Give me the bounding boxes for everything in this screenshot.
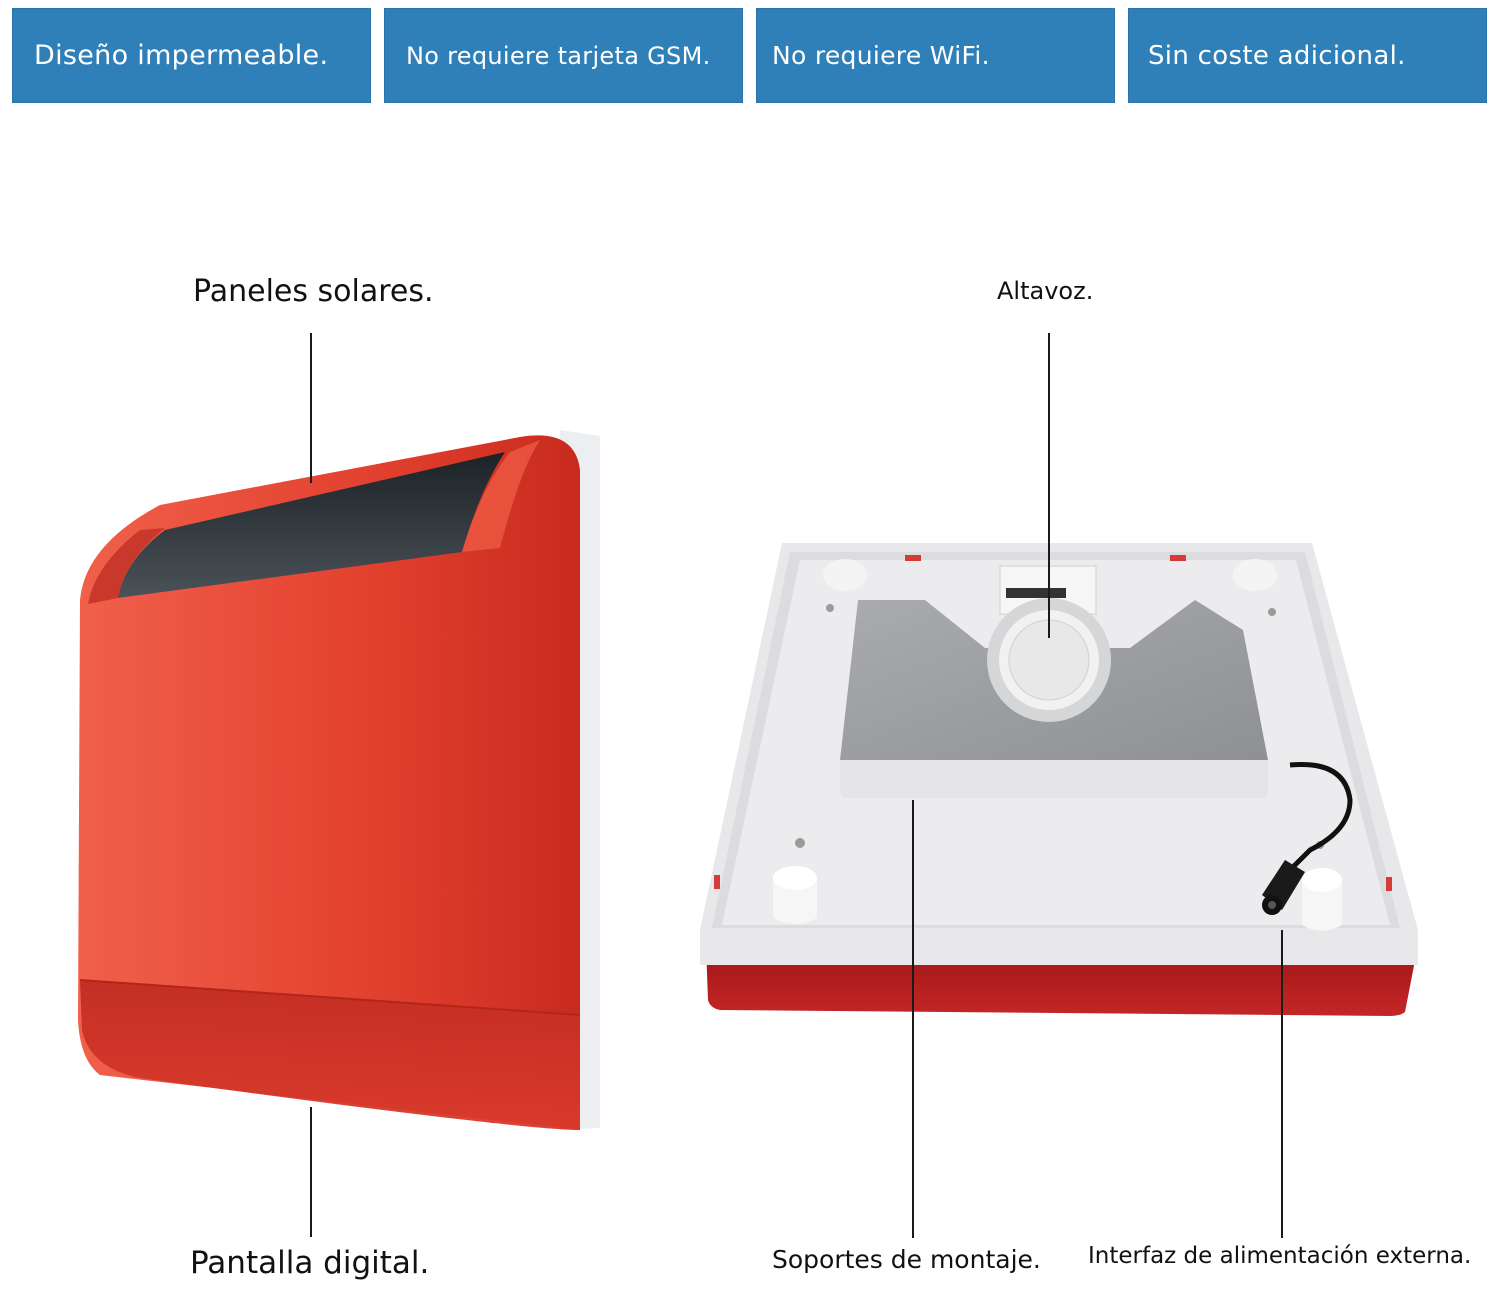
label-digital-display: Pantalla digital. <box>190 1245 430 1281</box>
siren-body <box>78 435 580 1131</box>
callout-line-power <box>1281 930 1283 1238</box>
callout-line-mounting <box>912 800 914 1238</box>
power-cable <box>1283 761 1353 877</box>
label-external-power: Interfaz de alimentación externa. <box>1088 1243 1472 1269</box>
label-mounting-brackets: Soportes de montaje. <box>772 1245 1041 1274</box>
digital-display-strip <box>80 980 580 1130</box>
label-solar-panels: Paneles solares. <box>193 274 434 309</box>
badge-no-cost: Sin coste adicional. <box>1128 8 1487 103</box>
badge-waterproof: Diseño impermeable. <box>12 8 371 103</box>
callout-line-display <box>310 1107 312 1237</box>
badge-no-cost-text: Sin coste adicional. <box>1148 40 1406 71</box>
badge-no-gsm: No requiere tarjeta GSM. <box>384 8 743 103</box>
label-speaker: Altavoz. <box>997 277 1094 305</box>
badge-waterproof-text: Diseño impermeable. <box>34 40 329 71</box>
callout-line-solar <box>310 333 312 483</box>
badge-no-wifi: No requiere WiFi. <box>756 8 1115 103</box>
badge-no-gsm-text: No requiere tarjeta GSM. <box>406 41 711 70</box>
callout-line-speaker <box>1048 333 1050 638</box>
solar-panel <box>118 452 505 598</box>
siren-front-view <box>78 430 600 1131</box>
siren-back-view <box>700 543 1418 1016</box>
badge-no-wifi-text: No requiere WiFi. <box>772 41 990 70</box>
